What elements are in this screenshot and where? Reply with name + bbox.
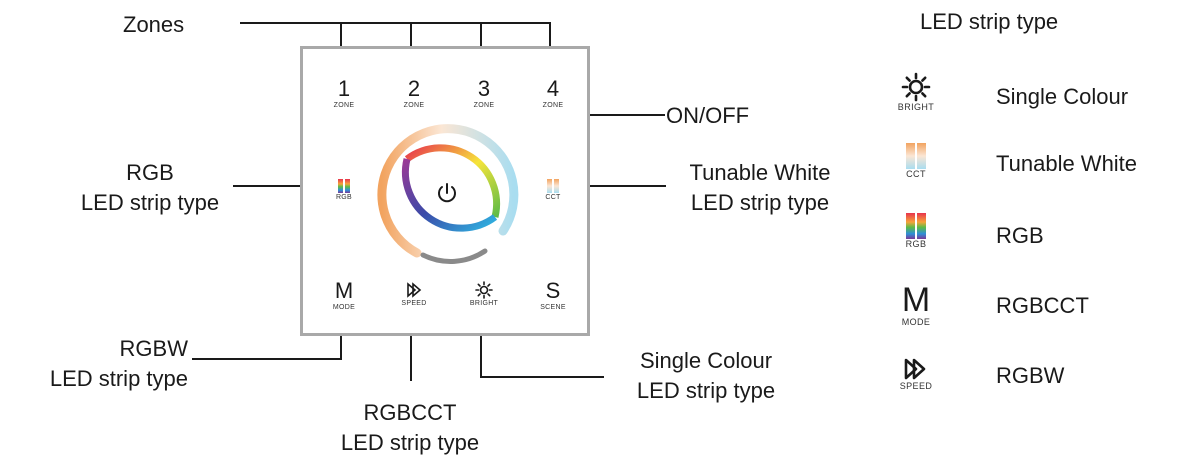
legend-icon-rgbcct: M MODE [888,283,944,328]
zone-1-number: 1 [337,76,351,101]
rgbcct-leader [410,315,412,381]
bright-button[interactable]: BRIGHT [459,281,509,308]
callout-rgbcct-line2: LED strip type [340,430,480,455]
rgbw-leader-horizontal [192,358,342,360]
callout-rgbw-line2: LED strip type [49,366,188,391]
speed-button[interactable]: SPEED [389,281,439,308]
rgb-button-label: RGB [335,194,353,201]
cct-ring[interactable] [377,124,519,258]
rgb-ring-lower[interactable] [401,158,498,232]
legend-icon-label-cct: CCT [906,169,926,179]
speed-icon [407,282,422,298]
cct-bar-icon [906,143,926,169]
legend-icon-label-speed: SPEED [899,381,933,391]
legend-icon-tunable-white: CCT [888,143,944,180]
tunable-white-leader [568,185,666,187]
legend-icon-rgb: RGB [888,213,944,250]
zone-2-label: ZONE [403,102,425,109]
zones-leader-horizontal [240,22,551,24]
zone-2-button[interactable]: 2 ZONE [389,77,439,110]
speed-icon [904,358,926,380]
single-colour-leader-vertical [480,315,482,378]
callout-rgbcct: RGBCCT LED strip type [310,398,510,458]
callout-rgbw-line1: RGBW [119,336,188,361]
rgb-ring-upper[interactable] [404,144,501,218]
callout-single-colour: Single Colour LED strip type [606,346,806,406]
bright-label: BRIGHT [469,300,499,307]
rgb-button[interactable]: RGB [319,179,369,202]
legend-name-rgb: RGB [996,223,1044,248]
callout-rgbcct-line1: RGBCCT [363,400,457,425]
legend-icon-label-rgb: RGB [905,239,927,249]
scene-glyph: S [545,278,561,303]
zone-4-number: 4 [546,76,560,101]
zone-4-label: ZONE [542,102,564,109]
callout-single-colour-line1: Single Colour [639,348,773,373]
cct-bar-icon [547,179,559,193]
sun-icon [901,72,931,102]
callout-rgb-line1: RGB [126,160,174,185]
color-ring-touch-wheel[interactable] [373,119,521,267]
callout-rgbw: RGBW LED strip type [0,334,188,394]
legend-name-rgbcct: RGBCCT [996,293,1089,318]
callout-rgb: RGB LED strip type [40,158,260,218]
power-icon[interactable] [435,181,459,205]
mode-label: MODE [332,304,356,311]
callout-tunable-white-line1: Tunable White [689,160,831,185]
zone-2-number: 2 [407,76,421,101]
zone-3-number: 3 [477,76,491,101]
legend-icon-label-mode: MODE [901,317,931,327]
callout-tunable-white-line2: LED strip type [690,190,830,215]
rgb-leader [233,185,321,187]
callout-single-colour-line2: LED strip type [636,378,776,403]
cct-button[interactable]: CCT [528,179,578,202]
mode-glyph: M [334,278,354,303]
mode-glyph: M [901,281,931,319]
zone-1-button[interactable]: 1 ZONE [319,77,369,110]
legend-name-rgbw: RGBW [996,363,1065,388]
sun-icon [475,281,493,299]
legend-name-tunable-white: Tunable White [996,151,1138,176]
control-panel: 1 ZONE 2 ZONE 3 ZONE 4 ZONE RGB [300,46,590,336]
rgbw-leader-vertical [340,315,342,360]
zone-4-button[interactable]: 4 ZONE [528,77,578,110]
zone-1-label: ZONE [333,102,355,109]
legend-title: LED strip type [920,9,1059,34]
single-colour-leader-horizontal [480,376,604,378]
callout-tunable-white: Tunable White LED strip type [660,158,860,218]
scene-label: SCENE [540,304,566,311]
speed-label: SPEED [401,300,427,307]
callout-zones: Zones [123,12,185,37]
ring-bottom-arc [420,248,488,264]
cct-button-label: CCT [545,194,561,201]
zone-3-button[interactable]: 3 ZONE [459,77,509,110]
legend-name-single-colour: Single Colour [996,84,1129,109]
zone-3-label: ZONE [473,102,495,109]
scene-button[interactable]: S SCENE [528,279,578,312]
legend-icon-rgbw: SPEED [888,357,944,392]
callout-on-off: ON/OFF [666,103,750,128]
rgb-bar-icon [338,179,350,193]
callout-rgb-line2: LED strip type [80,190,220,215]
legend-icon-single-colour: BRIGHT [888,72,944,113]
mode-button[interactable]: M MODE [319,279,369,312]
legend-icon-label-bright: BRIGHT [897,102,935,112]
rgb-bar-icon [906,213,926,239]
